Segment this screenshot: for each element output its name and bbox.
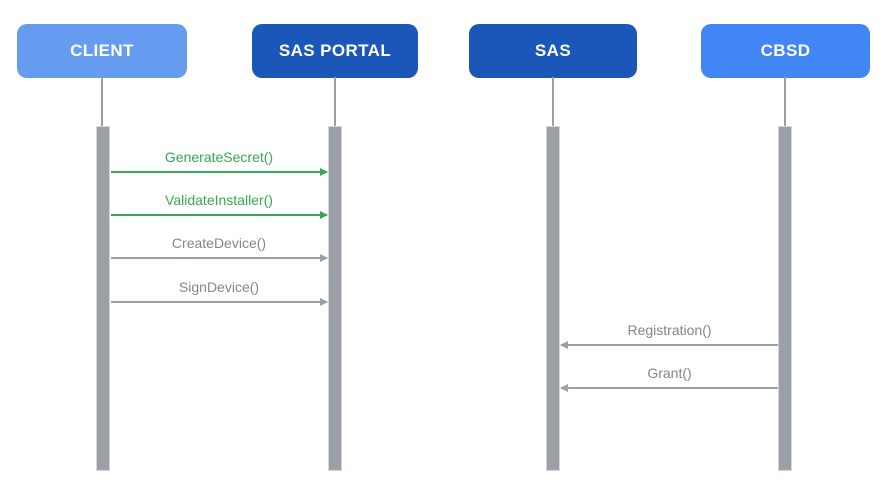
message-registration-arrow-line [560, 340, 778, 349]
message-grant: Grant() [560, 364, 778, 392]
actor-cbsd: CBSD [701, 24, 870, 78]
message-generate-secret-label: GenerateSecret() [164, 149, 274, 165]
arrowhead-left-icon [560, 383, 568, 392]
message-generate-secret: GenerateSecret() [111, 148, 328, 176]
message-validate-installer-label: ValidateInstaller() [165, 192, 273, 208]
actor-client-label: CLIENT [70, 41, 134, 60]
message-validate-installer: ValidateInstaller() [111, 191, 328, 219]
activation-bar-sas-portal [328, 126, 342, 471]
actor-sas-label: SAS [534, 41, 572, 60]
message-create-device: CreateDevice() [111, 234, 328, 262]
message-registration: Registration() [560, 321, 778, 349]
lifeline-cbsd [784, 77, 786, 126]
lifeline-sas [552, 77, 554, 126]
lifeline-sas-portal [334, 77, 336, 126]
arrowhead-right-icon [320, 253, 328, 262]
lifeline-client [101, 77, 103, 126]
activation-bar-sas [546, 126, 560, 471]
arrowhead-right-icon [320, 167, 328, 176]
arrowhead-left-icon [560, 340, 568, 349]
message-validate-installer-arrow-line [111, 210, 328, 219]
actor-sas: SAS [469, 24, 637, 78]
message-grant-arrow-line [560, 383, 778, 392]
message-sign-device-label: SignDevice() [178, 279, 260, 295]
arrowhead-right-icon [320, 210, 328, 219]
actor-sas-portal: SAS PORTAL [252, 24, 418, 78]
actor-sas-portal-label: SAS PORTAL [278, 41, 392, 60]
activation-bar-cbsd [778, 126, 792, 471]
message-sign-device-arrow-line [111, 297, 328, 306]
message-generate-secret-arrow-line [111, 167, 328, 176]
message-create-device-arrow-line [111, 253, 328, 262]
arrowhead-right-icon [320, 297, 328, 306]
activation-bar-client [96, 126, 110, 471]
actor-client: CLIENT [17, 24, 187, 78]
message-grant-label: Grant() [647, 365, 692, 381]
message-registration-label: Registration() [627, 322, 712, 338]
message-sign-device: SignDevice() [111, 278, 328, 306]
actor-cbsd-label: CBSD [760, 41, 811, 60]
message-create-device-label: CreateDevice() [171, 235, 267, 251]
